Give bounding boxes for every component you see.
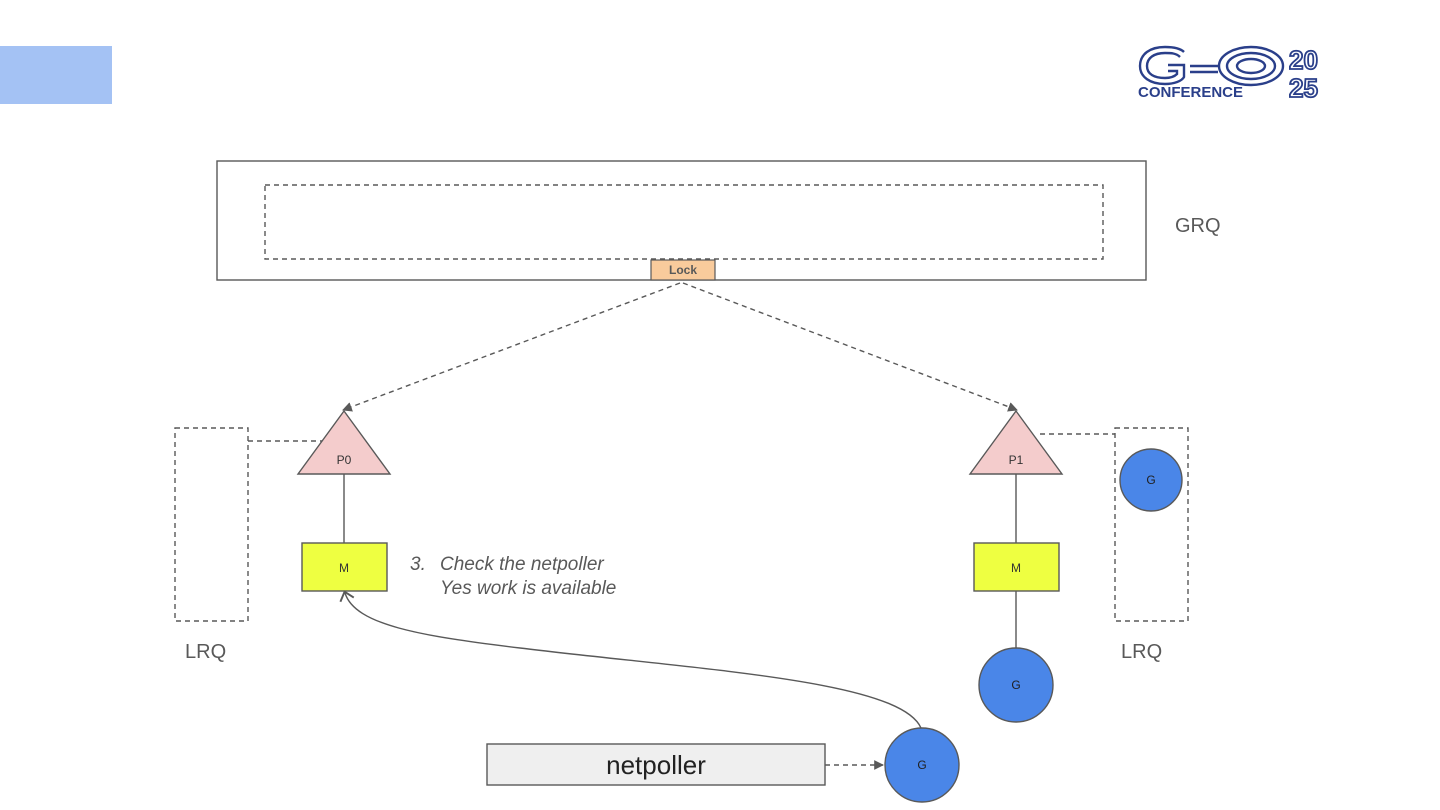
goroutine-lrq-right: [1119, 448, 1183, 512]
lrq-right-label: LRQ: [1121, 641, 1163, 663]
lrq-left-box: [174, 427, 249, 622]
machine-m0-label: M: [339, 561, 349, 575]
netpoller-label: netpoller: [606, 750, 706, 780]
logo-year-top: 20: [1289, 45, 1318, 75]
goroutine-netpoller: [884, 727, 960, 803]
processor-p1-label: P1: [1009, 453, 1024, 467]
lrq-right-box: [1114, 427, 1189, 622]
step-number: 3.: [410, 554, 426, 575]
machine-m0: [301, 542, 388, 592]
go-conference-logo: CONFERENCE 20 25: [1138, 44, 1319, 100]
machine-m1: [973, 542, 1060, 592]
goroutine-running-m1-label: G: [1011, 678, 1020, 692]
grq-label: GRQ: [1175, 215, 1221, 237]
lock-label: Lock: [669, 263, 697, 277]
processor-p0-label: P0: [337, 453, 352, 467]
accent-bar: [0, 46, 112, 104]
global-run-queue-slots: [264, 184, 1104, 260]
lock-to-p1-arrow: [682, 282, 1018, 412]
lock-box: [650, 259, 716, 281]
machine-m1-label: M: [1011, 561, 1021, 575]
step-line-2: Yes work is available: [440, 578, 617, 599]
logo-subtitle: CONFERENCE: [1138, 84, 1243, 100]
goroutine-running-m1: [978, 647, 1054, 723]
logo-year-bottom: 25: [1289, 73, 1318, 100]
step-line-1: Check the netpoller: [440, 554, 604, 575]
lock-to-p0-arrow: [342, 282, 681, 412]
goroutine-to-m0-arrow: [339, 590, 922, 729]
step-annotation: 3. Check the netpoller Yes work is availa…: [410, 553, 616, 601]
lrq-left-label: LRQ: [185, 641, 227, 663]
netpoller-box: [486, 743, 826, 786]
goroutine-lrq-right-label: G: [1146, 473, 1155, 487]
goroutine-netpoller-label: G: [917, 758, 926, 772]
